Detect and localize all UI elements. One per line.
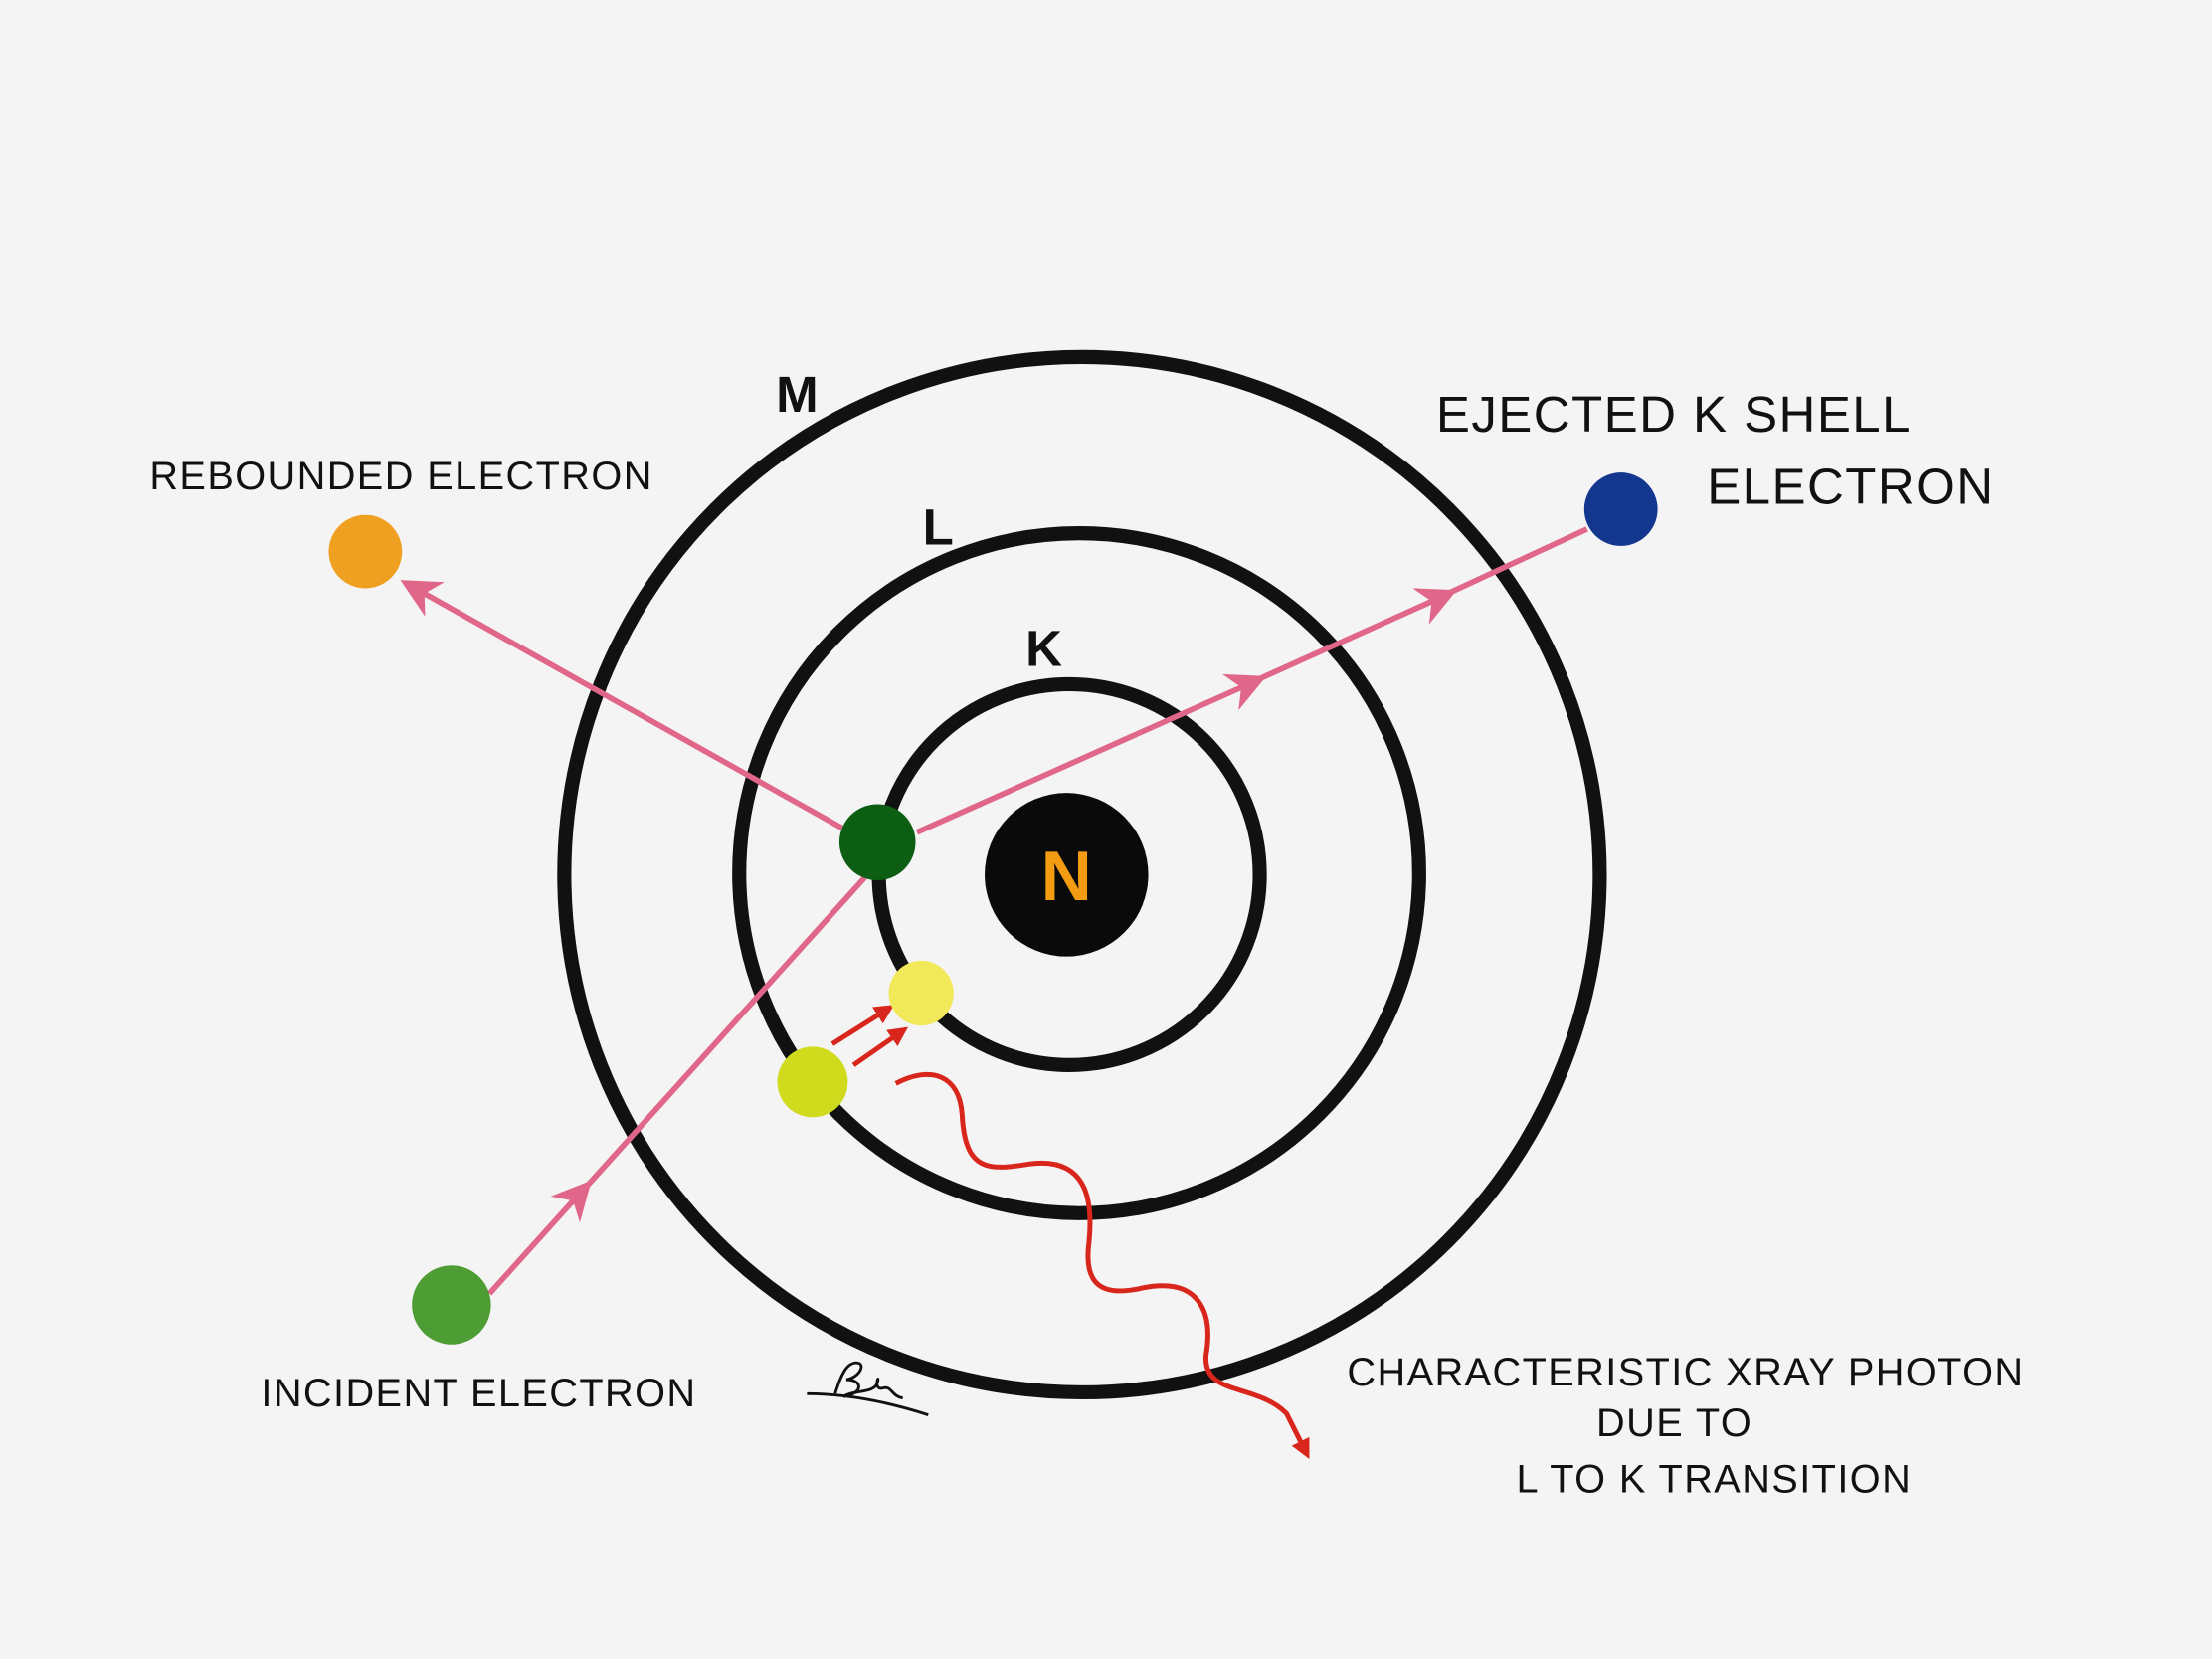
- photon-label-line3: L TO K TRANSITION: [1516, 1458, 1912, 1502]
- incident-electron-label: INCIDENT ELECTRON: [261, 1372, 696, 1415]
- k-shell-filling-electron: [888, 960, 954, 1026]
- rebounded-electron: [328, 514, 403, 589]
- ejected-electron: [1583, 472, 1658, 546]
- ejected-label-line1: EJECTED K SHELL: [1436, 386, 1912, 443]
- ejected-label-line2: ELECTRON: [1707, 458, 1994, 514]
- l-shell-label: L: [923, 498, 954, 555]
- interaction-electron: [838, 804, 916, 881]
- m-shell: [557, 349, 1607, 1400]
- rebound-path: [400, 580, 844, 831]
- ejected-path: [915, 526, 1588, 835]
- l-shell: [732, 526, 1426, 1220]
- k-shell-label: K: [1025, 620, 1062, 676]
- incident-path: [487, 875, 867, 1296]
- l-shell-electron: [777, 1046, 848, 1118]
- photon-label-line1: CHARACTERISTIC XRAY PHOTON: [1347, 1351, 2024, 1394]
- nucleus: [985, 793, 1149, 957]
- nucleus-label: N: [1041, 837, 1092, 916]
- transition-arrows: [830, 1005, 909, 1067]
- m-shell-label: M: [776, 366, 819, 423]
- signature: [807, 1361, 929, 1416]
- xray-photon-wave: [894, 1072, 1310, 1459]
- incident-electron: [412, 1265, 491, 1345]
- rebounded-electron-label: REBOUNDED ELECTRON: [149, 455, 652, 498]
- photon-label-line2: DUE TO: [1596, 1401, 1752, 1445]
